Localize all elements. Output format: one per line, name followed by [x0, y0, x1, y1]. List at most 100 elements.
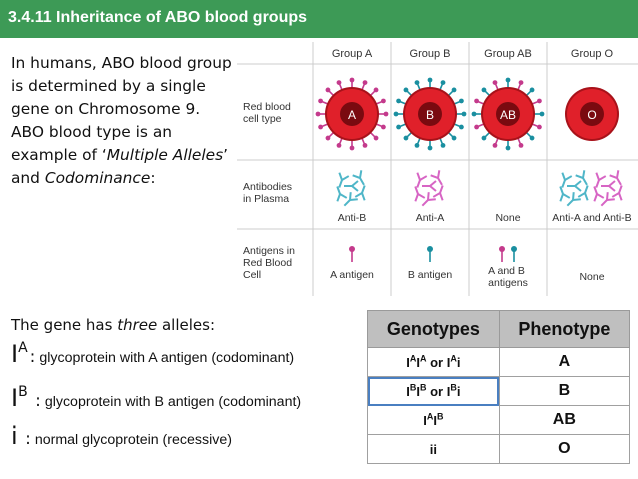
row-label-rbc: Red blood cell type [243, 101, 294, 125]
group-header-a: Group A [332, 48, 373, 60]
table-header-row: Genotypes Phenotype [367, 310, 631, 348]
allele-colon: : [29, 391, 41, 411]
antibody-icon [432, 185, 444, 201]
antigen-pin-icon [427, 246, 433, 262]
alleles-intro: The gene has three alleles: [11, 316, 361, 334]
antibody-icon [414, 186, 426, 202]
allele-symbol: I [11, 340, 19, 368]
genotype-text: IAIB [423, 411, 444, 429]
allele-ib: IB :glycoprotein with B antigen (codomin… [11, 384, 301, 412]
intro-codominance: Codominance [44, 169, 151, 187]
antibody-icon [422, 180, 437, 192]
red-blood-cell-b: B [393, 77, 467, 151]
antibody-icon [430, 170, 443, 186]
cell-letter: B [426, 108, 434, 122]
table-row: IBIB or IBi B [367, 376, 631, 406]
red-blood-cell-o: O [565, 87, 619, 141]
genotype-text: ii [429, 441, 437, 457]
antigen-pin-icon [511, 246, 517, 262]
row-label-antibodies: Antibodies in Plasma [243, 181, 295, 205]
table-row: IAIA or IAi A [367, 347, 631, 377]
antibody-icon [600, 192, 615, 207]
antigen-icons [349, 246, 517, 262]
row-label-antigens: Antigens in Red Blood Cell [243, 245, 298, 281]
cell-letter: AB [500, 108, 516, 122]
cell-letter: A [348, 108, 356, 122]
antigen-label-a: A antigen [330, 269, 374, 281]
cell-letter: O [587, 108, 596, 122]
antibody-icons [336, 170, 623, 207]
allele-superscript: A [18, 340, 28, 356]
antibody-icon [611, 185, 623, 201]
antigen-label-b: B antigen [408, 269, 453, 281]
header-phenotype: Phenotype [498, 310, 631, 348]
genotype-cell: IAIA or IAi [367, 347, 500, 377]
antibody-icon [344, 180, 359, 192]
antibody-icon [354, 185, 366, 201]
red-blood-cell-ab: AB [471, 77, 545, 151]
allele-colon: : [29, 347, 36, 367]
genotype-cell: ii [367, 434, 500, 464]
antibody-icon [566, 192, 581, 207]
phenotype-cell: B [498, 376, 631, 406]
antibody-label-o: Anti-A and Anti-B [552, 212, 631, 224]
intro-text: In humans, ABO blood group is determined… [11, 52, 236, 190]
blood-group-figure: Group A Group B Group AB Group O Red blo… [237, 42, 638, 296]
antibody-icon [595, 172, 607, 188]
slide-title: 3.4.11 Inheritance of ABO blood groups [8, 9, 308, 26]
figure-grid [237, 42, 638, 296]
genotype-cell-selected[interactable]: IBIB or IBi [367, 376, 500, 406]
allele-symbol: I [11, 384, 19, 412]
alleles-intro-three: three [117, 316, 158, 334]
group-header-b: Group B [410, 48, 451, 60]
antibody-icon [336, 186, 348, 202]
group-header-ab: Group AB [484, 48, 532, 60]
blood-group-diagram: Group A Group B Group AB Group O Red blo… [237, 42, 638, 296]
antigen-label-ab: A and B antigens [488, 265, 528, 289]
alleles-intro-prefix: The gene has [11, 316, 118, 334]
alleles-intro-suffix: alleles: [157, 316, 216, 334]
antibody-icon [567, 180, 582, 192]
antigen-label-o: None [579, 271, 604, 283]
genotype-phenotype-table: Genotypes Phenotype IAIA or IAi A IBIB o… [367, 310, 631, 464]
phenotype-cell: AB [498, 405, 631, 435]
antigen-pin-icon [349, 246, 355, 262]
intro-part2: ’ and [11, 146, 229, 187]
antibody-label-b: Anti-A [416, 212, 445, 224]
phenotype-cell: O [498, 434, 631, 464]
intro-part3: : [150, 169, 156, 187]
table-row: ii O [367, 434, 631, 464]
antibody-label-ab: None [495, 212, 520, 224]
genotype-text: IBIB or IBi [406, 382, 461, 400]
antibody-icon [593, 186, 605, 202]
antibody-icon [561, 172, 573, 188]
allele-i: i :normal glycoprotein (recessive) [11, 422, 232, 450]
intro-part1: In humans, ABO blood group is determined… [11, 54, 232, 164]
title-bar: 3.4.11 Inheritance of ABO blood groups [0, 0, 638, 38]
antibody-icon [352, 170, 365, 186]
antibody-icon [559, 186, 571, 202]
header-genotypes: Genotypes [367, 310, 500, 348]
antigen-pin-icon [499, 246, 505, 262]
antibody-icon [577, 185, 589, 201]
phenotype-cell: A [498, 347, 631, 377]
antibody-icon [575, 170, 588, 186]
genotype-text: IAIA or IAi [406, 353, 461, 371]
genotype-cell: IAIB [367, 405, 500, 435]
antibody-icon [338, 172, 350, 188]
allele-ia: IA:glycoprotein with A antigen (codomina… [11, 340, 294, 368]
allele-description: glycoprotein with B antigen (codominant) [44, 394, 302, 410]
allele-symbol: i [11, 422, 18, 450]
group-header-o: Group O [571, 48, 614, 60]
antibody-icon [609, 170, 622, 186]
allele-description: glycoprotein with A antigen (codominant) [39, 350, 295, 366]
intro-multiple-alleles: Multiple Alleles [106, 146, 224, 164]
antibody-icon [416, 172, 428, 188]
table-row: IAIB AB [367, 405, 631, 435]
allele-superscript: B [18, 384, 28, 400]
antibody-icon [343, 192, 358, 207]
antibody-icon [601, 180, 616, 192]
allele-colon: : [19, 429, 31, 449]
antibody-icon [421, 192, 436, 207]
